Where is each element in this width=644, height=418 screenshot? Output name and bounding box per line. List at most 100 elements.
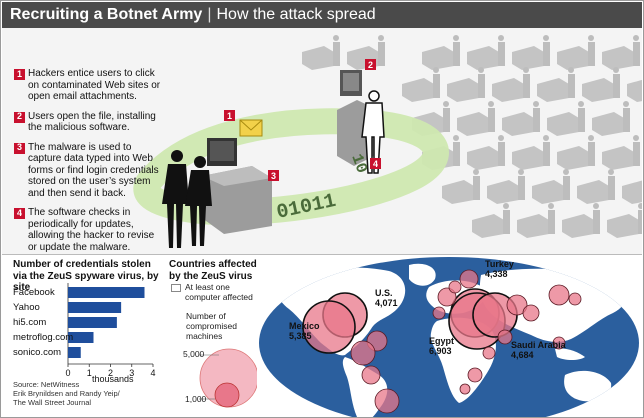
- subtitle: How the attack spread: [216, 6, 376, 23]
- crowd-desk: [467, 46, 499, 70]
- step-number-badge: 3: [14, 142, 25, 154]
- crowd-figure-head: [523, 67, 529, 73]
- bar-yahoo: [68, 302, 122, 313]
- steps-list: 1 Hackers entice users to click on conta…: [14, 68, 164, 261]
- crowd-desk: [557, 146, 589, 170]
- bubble-small: [361, 365, 381, 385]
- crowd-figure-head: [608, 169, 614, 175]
- crowd-desk: [402, 78, 434, 102]
- hacker-desk-icon: [202, 138, 272, 234]
- bubble-small: [448, 280, 462, 294]
- size-legend-label-large: 5,000: [183, 349, 205, 359]
- crowd-desk: [512, 46, 544, 70]
- crowd-figure-body: [518, 176, 525, 200]
- crowd-desk: [592, 112, 624, 136]
- crowd-desk: [517, 214, 549, 238]
- crowd-desk: [422, 46, 454, 70]
- email-envelope-icon: [239, 119, 263, 137]
- crowd-figure-head: [588, 135, 594, 141]
- bubble-small: [482, 346, 496, 360]
- step-item: 3 The malware is used to capture data ty…: [14, 142, 164, 200]
- bar-facebook: [68, 287, 145, 298]
- bar-category-label: Facebook: [13, 287, 55, 298]
- bubble-small: [506, 294, 528, 316]
- bar-x-tick-label: 4: [150, 368, 156, 378]
- bubble-small: [432, 306, 446, 320]
- credentials-bar-chart: [67, 283, 154, 367]
- crowd-figure-head: [333, 35, 339, 41]
- bubble-small: [374, 388, 400, 414]
- step-number-badge: 1: [14, 69, 25, 80]
- crowd-figure-head: [543, 135, 549, 141]
- crowd-figure-body: [453, 42, 460, 66]
- step-text: The malware is used to capture data type…: [28, 141, 159, 199]
- bubble-small: [459, 269, 479, 289]
- step-number-badge: 4: [14, 208, 25, 219]
- crowd-figure-head: [613, 67, 619, 73]
- crowd-figure-body: [633, 142, 640, 166]
- crowd-figure-head: [633, 35, 639, 41]
- step-text: The software checks in periodically for …: [28, 207, 155, 253]
- crowd-figure-head: [593, 203, 599, 209]
- crowd-figure-body: [503, 210, 510, 234]
- crowd-figure-body: [588, 142, 595, 166]
- victim-silhouette-icon: [361, 90, 385, 174]
- crowd-desk: [302, 46, 334, 70]
- crowd-figure-head: [498, 35, 504, 41]
- bubble-small: [548, 284, 570, 306]
- crowd-figure-head: [623, 101, 629, 107]
- bubble-small: [522, 304, 540, 322]
- crowd-desk: [622, 180, 642, 204]
- crowd-figure-head: [638, 203, 642, 209]
- bar-hi5-com: [68, 317, 117, 328]
- crowd-desk: [532, 180, 564, 204]
- crowd-figure-head: [633, 135, 639, 141]
- crowd-desk: [472, 214, 504, 238]
- bubble-small: [437, 287, 457, 307]
- crowd-desk: [602, 46, 634, 70]
- crowd-figure-body: [453, 142, 460, 166]
- crowd-figure-body: [533, 108, 540, 132]
- crowd-figure-body: [613, 74, 620, 98]
- crowd-figure-head: [443, 101, 449, 107]
- size-legend-small-circle: [214, 382, 240, 408]
- bubble-small: [467, 367, 483, 383]
- legend-swatch: [171, 284, 181, 292]
- bar-x-tick-label: 3: [129, 368, 135, 378]
- crowd-figure-head: [568, 67, 574, 73]
- crowd-figure-head: [588, 35, 594, 41]
- step-text: Hackers entice users to click on contami…: [28, 68, 161, 102]
- credit-line-1: Erik Brynildsen and Randy Yeip/: [13, 389, 120, 398]
- step-markers: 1 2 3 4: [224, 59, 381, 181]
- legend-text: At least one computer affected: [185, 282, 253, 302]
- attack-illustration: 01011 10 1 2 3 4: [133, 35, 642, 248]
- step-item: 2 Users open the file, installing the ma…: [14, 111, 164, 134]
- attack-illustration-panel: 01011 10 1 2 3 4 1 Hackers entice users …: [2, 28, 642, 254]
- bubble-small: [568, 292, 582, 306]
- crowd-figure-body: [443, 108, 450, 132]
- size-legend-label-small: 1,000: [185, 394, 207, 404]
- crowd-figure-body: [543, 42, 550, 66]
- bar-category-label: Yahoo: [13, 302, 40, 313]
- crowd-figure-head: [488, 101, 494, 107]
- crowd-desk: [492, 78, 524, 102]
- crowd-desk: [457, 112, 489, 136]
- bubble-small: [497, 329, 513, 345]
- crowd-desk: [537, 78, 569, 102]
- crowd-desk: [447, 78, 479, 102]
- step-text: Users open the file, installing the mali…: [28, 110, 156, 134]
- step-item: 4 The software checks in periodically fo…: [14, 207, 164, 253]
- crowd-figure-head: [533, 101, 539, 107]
- bar-category-label: metroflog.com: [13, 332, 74, 343]
- bar-sonico-com: [68, 347, 81, 358]
- crowd-desk: [607, 214, 639, 238]
- marker-2: 2: [368, 60, 373, 70]
- crowd-desk: [467, 146, 499, 170]
- binary-stream: 01011: [275, 190, 338, 225]
- marker-4: 4: [373, 159, 378, 169]
